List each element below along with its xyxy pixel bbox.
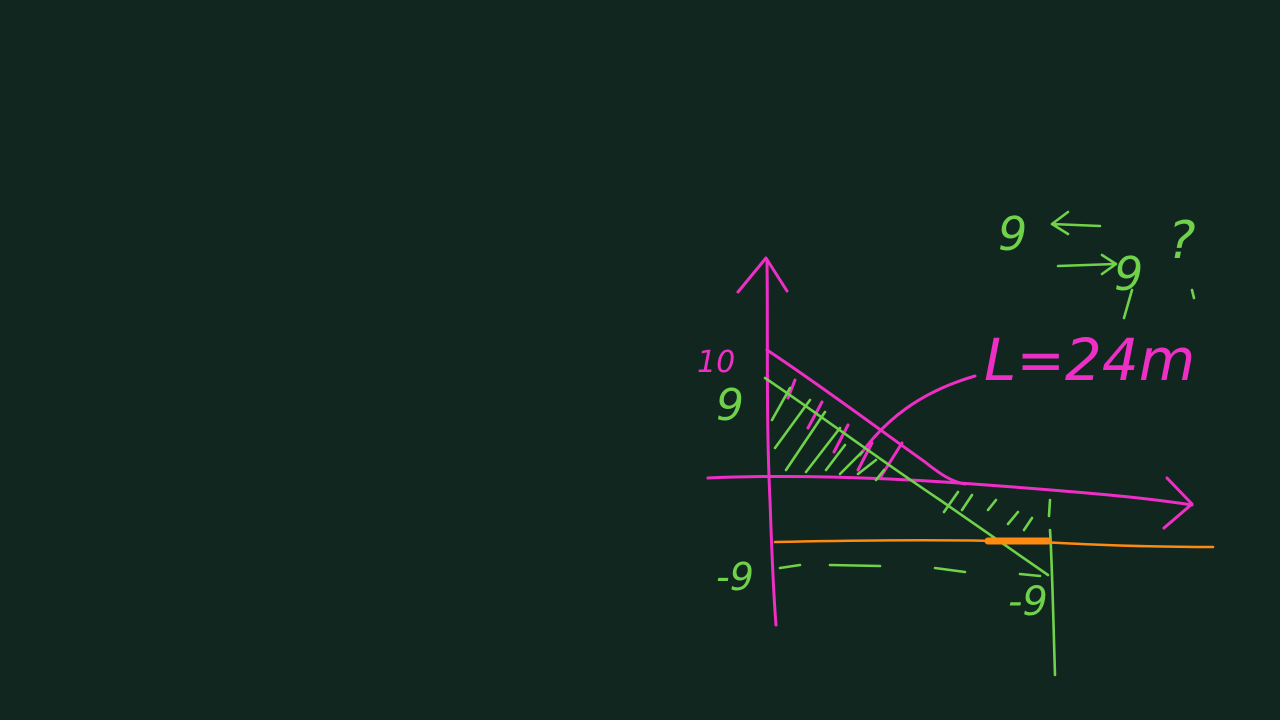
y-axis bbox=[765, 260, 778, 627]
arrow-left-icon bbox=[1050, 210, 1102, 236]
x-axis-arrowhead bbox=[1162, 476, 1194, 530]
pink-curve-line bbox=[765, 348, 967, 486]
note-tick bbox=[1190, 288, 1196, 300]
y-axis-arrowhead bbox=[736, 256, 789, 294]
green-diagonal-line bbox=[763, 376, 1050, 577]
x-axis bbox=[706, 474, 1194, 507]
note-nine-b: 9 bbox=[1114, 247, 1143, 301]
label-length: L=24m bbox=[984, 326, 1195, 394]
label-nine: 9 bbox=[716, 380, 744, 431]
pink-axes bbox=[706, 256, 1194, 627]
note-nine-a: 9 bbox=[998, 207, 1027, 261]
green-vertical-tick bbox=[1048, 528, 1057, 677]
green-hatching-lower bbox=[942, 490, 1052, 532]
label-ten: 10 bbox=[697, 345, 735, 380]
label-neg-nine-right: -9 bbox=[1008, 579, 1048, 625]
note-question: ? bbox=[1168, 211, 1196, 271]
green-hatching-upper bbox=[770, 386, 886, 482]
green-dashed-line bbox=[778, 563, 1042, 578]
note-nine-b-tail bbox=[1122, 288, 1134, 320]
pink-pointer-arc bbox=[858, 374, 977, 457]
label-neg-nine-left: -9 bbox=[716, 555, 754, 599]
arrow-right-icon bbox=[1056, 253, 1118, 276]
